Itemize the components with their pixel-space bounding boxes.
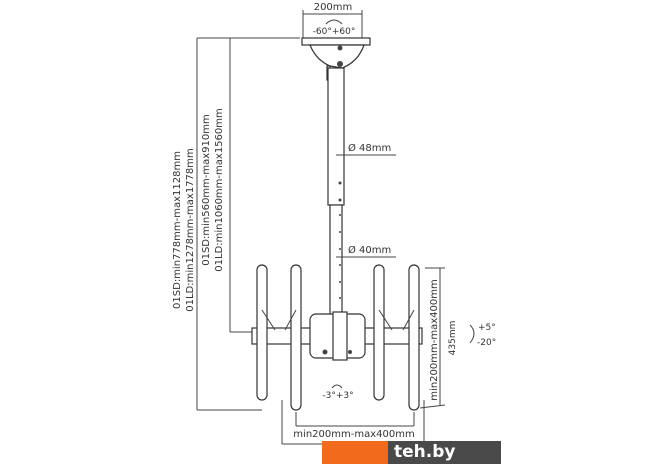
tilt-up-label: +5° (478, 323, 496, 333)
vesa-vertical-label: min200mm-max400mm (429, 279, 440, 400)
outer-diameter-label: Ø 48mm (348, 142, 391, 154)
crossbar (251, 311, 423, 361)
total-height-ld-label: 01LD:min1278mm-max1778mm (185, 148, 196, 311)
vesa-arms (256, 264, 420, 411)
plate-width-label: 200mm (314, 2, 353, 13)
inner-diameter-label: Ø 40mm (348, 244, 391, 256)
vesa-horizontal-label: min200mm-max400mm (293, 429, 414, 440)
bracket-height-label: 435mm (448, 321, 458, 356)
tilt-arc-icon (469, 324, 475, 344)
swivel-label: -60°+60° (313, 27, 356, 37)
roll-arc-icon (331, 384, 343, 389)
tilt-down-label: -20° (477, 338, 496, 348)
watermark-logo: teh.by (322, 441, 501, 464)
pole-length-ld-label: 01LD:min1060mm-max1560mm (214, 108, 225, 271)
total-height-sd-label: 01SD:min778mm-max1128mm (172, 151, 183, 309)
roll-label: -3°+3° (322, 391, 353, 401)
ceiling-plate (301, 37, 371, 81)
watermark-text: teh.by (388, 441, 501, 464)
pole-length-sd-label: 01SD:min560mm-max910mm (201, 114, 212, 266)
telescopic-pole (327, 67, 345, 326)
swivel-arc-icon (325, 19, 343, 25)
